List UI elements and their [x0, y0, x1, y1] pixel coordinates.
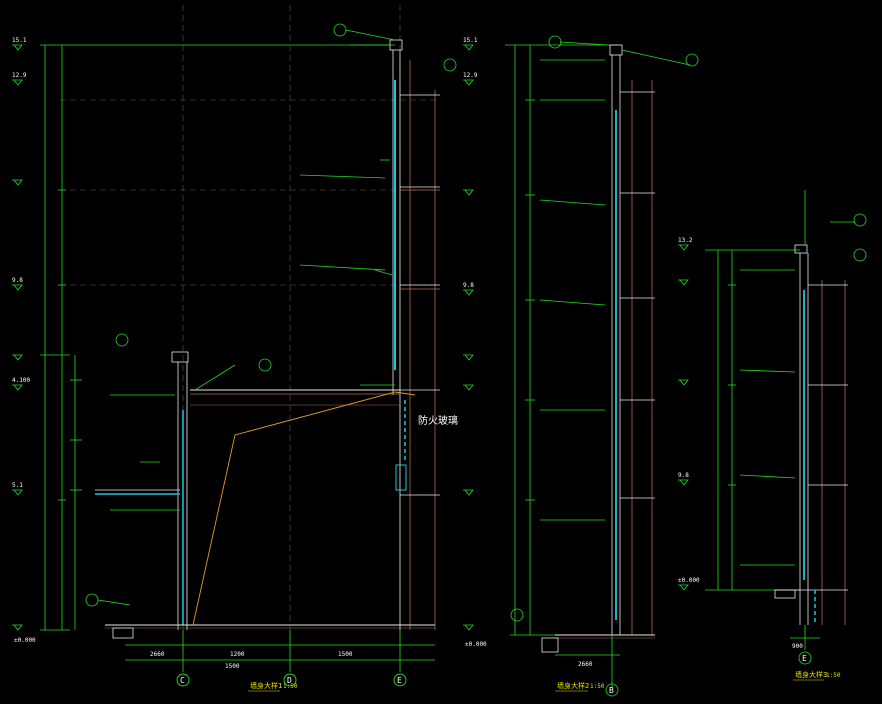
s1-level-1: 15.1 — [12, 37, 27, 44]
s1-dim-2: 1200 — [230, 651, 245, 658]
fire-glass-note: 防火玻璃 — [418, 414, 458, 427]
axis-b-bubble — [605, 683, 619, 697]
section-1-level-markers — [12, 44, 23, 631]
s1-level-5: 4.100 — [12, 377, 30, 384]
section-1-dimension-chain — [40, 44, 395, 631]
axis-d-bubble — [283, 673, 297, 687]
section-2-dimension-chain — [463, 44, 620, 636]
section-2-caption: 墙身大样2 — [557, 681, 589, 690]
section-3-callouts — [739, 190, 867, 665]
s1-dim-4: 1500 — [225, 663, 240, 670]
section-1 — [12, 23, 457, 687]
section-1-caption: 墙身大样1 — [250, 681, 282, 690]
s3-level-3: ±0.000 — [678, 577, 700, 584]
section-1-scale: 1:50 — [283, 683, 298, 690]
axis-e-bubble — [393, 673, 407, 687]
section-1-axis-bubbles — [125, 630, 435, 687]
section-2-scale: 1:50 — [590, 683, 605, 690]
section-1-lower-wall — [95, 351, 435, 639]
s3-level-2: 9.8 — [678, 472, 689, 479]
axis-e-label: E — [397, 676, 402, 685]
axis-b-label: B — [609, 686, 614, 695]
s2-level-4: ±0.000 — [465, 641, 487, 648]
s1-level-2: 12.9 — [12, 72, 27, 79]
section-3-scale: 1:50 — [826, 672, 841, 679]
axis-d-label: D — [287, 676, 292, 685]
axis-e3-bubble — [798, 651, 812, 665]
labels: 15.1 12.9 9.8 5.1 4.100 ±0.000 防火玻璃 2660… — [12, 37, 841, 695]
section-1-leaders — [192, 391, 416, 626]
s1-dim-1: 2660 — [150, 651, 165, 658]
section-1-upper-wall — [190, 39, 440, 630]
s1-level-6: ±0.000 — [14, 637, 36, 644]
axis-c-label: C — [180, 676, 185, 685]
section-3-caption: 墙身大样3 — [795, 670, 827, 679]
s2-level-2: 12.9 — [463, 72, 478, 79]
section-3 — [678, 190, 867, 665]
section-1-callouts — [85, 23, 457, 607]
s3-dim-1: 900 — [792, 643, 803, 650]
s3-level-1: 13.2 — [678, 237, 693, 244]
section-3-wall — [774, 244, 848, 625]
s1-level-3: 9.8 — [12, 277, 23, 284]
section-2 — [463, 35, 699, 697]
section-2-wall — [541, 44, 655, 653]
section-3-dimension-chain — [678, 244, 800, 591]
s2-level-1: 15.1 — [463, 37, 478, 44]
s1-level-4: 5.1 — [12, 482, 23, 489]
axis-e3-label: E — [802, 654, 807, 663]
section-2-callouts — [510, 35, 699, 697]
axis-c-bubble — [176, 673, 190, 687]
s1-dim-3: 1500 — [338, 651, 353, 658]
s2-dim-1: 2660 — [578, 661, 593, 668]
grid-lines — [60, 5, 440, 650]
s2-level-3: 9.8 — [463, 282, 474, 289]
